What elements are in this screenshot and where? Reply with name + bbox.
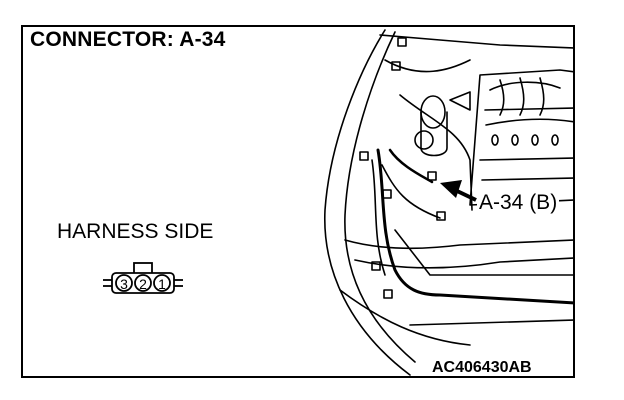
pin-2-label: 2	[139, 276, 147, 292]
connector-symbol	[103, 262, 183, 294]
callout-label: A-34 (B)	[477, 191, 560, 215]
pin-1-label: 1	[158, 276, 166, 292]
connector-title: CONNECTOR: A-34	[30, 28, 226, 51]
figure-code: AC406430AB	[432, 359, 532, 376]
pin-3-label: 3	[120, 276, 128, 292]
callout-arrow	[440, 180, 477, 202]
harness-side-label: HARNESS SIDE	[57, 220, 214, 243]
